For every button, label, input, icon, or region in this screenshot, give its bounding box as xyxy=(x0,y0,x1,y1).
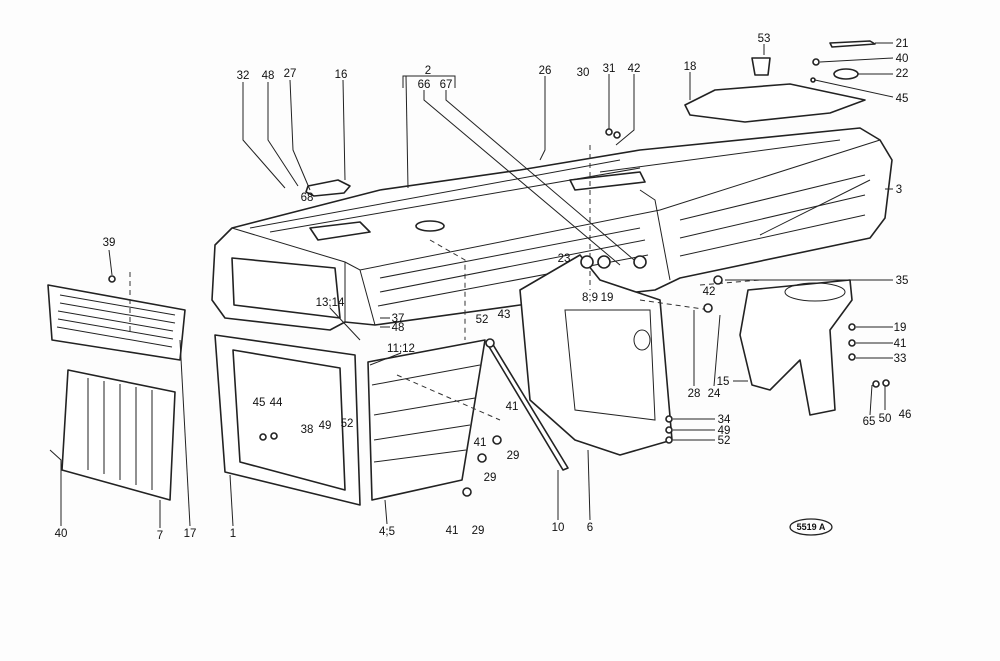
callout: 21 xyxy=(896,38,909,50)
callout-labels: 32 48 27 16 2 66 67 26 30 31 42 53 21 40… xyxy=(55,33,912,542)
callout: 4;5 xyxy=(379,526,395,538)
callout: 10 xyxy=(552,522,565,534)
front-frame xyxy=(214,334,361,506)
callout: 32 xyxy=(237,70,250,82)
callout: 24 xyxy=(708,388,721,400)
callout: 50 xyxy=(879,413,892,425)
callout: 17 xyxy=(184,528,197,540)
callout: 8;9 xyxy=(582,292,598,304)
callout: 42 xyxy=(628,63,641,75)
callout: 45 xyxy=(253,397,266,409)
callout: 68 xyxy=(301,192,314,204)
callout: 7 xyxy=(157,530,163,542)
hood-top-cover xyxy=(684,83,866,123)
fasteners xyxy=(108,128,890,497)
leader-lines xyxy=(49,42,894,528)
side-panel xyxy=(367,339,486,501)
callout: 46 xyxy=(899,409,912,421)
callout: 41 xyxy=(506,401,519,413)
strip-21 xyxy=(829,40,876,48)
callout: 40 xyxy=(896,53,909,65)
callout: 29 xyxy=(484,472,497,484)
callout: 22 xyxy=(896,68,909,80)
callout: 28 xyxy=(688,388,701,400)
callout: 41 xyxy=(894,338,907,350)
callout: 1 xyxy=(230,528,236,540)
drawing-code-badge: 5519 A xyxy=(789,518,833,536)
callout: 15 xyxy=(717,376,730,388)
callout: 40 xyxy=(55,528,68,540)
callout: 66 xyxy=(418,79,431,91)
front-panel xyxy=(61,369,176,501)
callout: 11;12 xyxy=(387,343,415,355)
callout: 38 xyxy=(301,424,314,436)
callout: 44 xyxy=(270,397,283,409)
callout: 45 xyxy=(896,93,909,105)
callout: 49 xyxy=(319,420,332,432)
callout: 16 xyxy=(335,69,348,81)
callout: 23 xyxy=(558,253,571,265)
callout: 34 xyxy=(718,414,731,426)
callout: 41 xyxy=(446,525,459,537)
drawing-code: 5519 A xyxy=(797,522,826,532)
callout: 31 xyxy=(603,63,616,75)
air-duct xyxy=(739,279,853,416)
callout: 29 xyxy=(507,450,520,462)
callout: 52 xyxy=(718,435,731,447)
callout: 52 xyxy=(476,314,489,326)
callout: 67 xyxy=(440,79,453,91)
callout: 26 xyxy=(539,65,552,77)
callout: 29 xyxy=(472,525,485,537)
callout: 41 xyxy=(474,437,487,449)
callout: 33 xyxy=(894,353,907,365)
hood-assembly xyxy=(211,127,893,331)
callout: 13;14 xyxy=(316,297,345,309)
callout: 39 xyxy=(103,237,116,249)
filler-lid xyxy=(305,179,351,197)
callout: 6 xyxy=(587,522,593,534)
callout: 3 xyxy=(896,184,902,196)
callout: 48 xyxy=(392,322,405,334)
callout: 30 xyxy=(577,67,590,79)
callout: 27 xyxy=(284,68,297,80)
callout: 53 xyxy=(758,33,771,45)
front-grille xyxy=(47,284,186,361)
callout: 18 xyxy=(684,61,697,73)
callout: 19 xyxy=(894,322,907,334)
callout: 52 xyxy=(341,418,354,430)
cap-22 xyxy=(833,68,859,80)
callout: 2 xyxy=(425,65,431,77)
callout: 42 xyxy=(703,286,716,298)
callout: 19 xyxy=(601,292,614,304)
callout: 65 xyxy=(863,416,876,428)
callout: 48 xyxy=(262,70,275,82)
clip-53 xyxy=(751,57,771,76)
callout: 35 xyxy=(896,275,909,287)
callout: 37 xyxy=(392,313,405,325)
callout: 43 xyxy=(498,309,511,321)
callout: 49 xyxy=(718,425,731,437)
